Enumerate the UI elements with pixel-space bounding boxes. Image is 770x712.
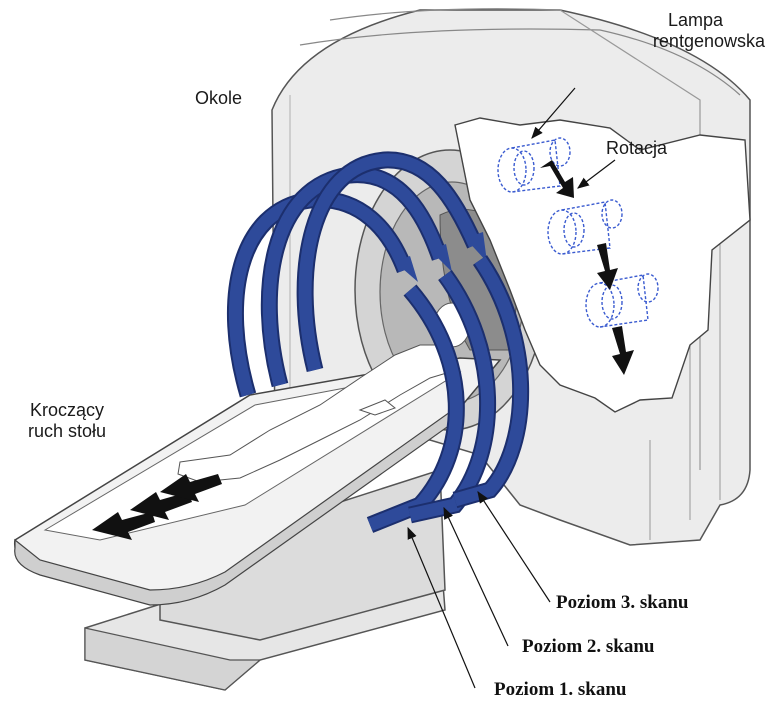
label-scan-level-1: Poziom 1. skanu	[494, 679, 627, 700]
patient-table-base	[84, 468, 446, 691]
label-scan-level-2: Poziom 2. skanu	[522, 636, 655, 657]
label-table-motion-line1: Kroczący	[29, 400, 105, 420]
leader-lines	[407, 87, 616, 689]
label-rotation: Rotacja	[606, 138, 668, 158]
label-x-ray-tube-line2: rentgenowska	[652, 31, 765, 51]
x-ray-tube-icon	[497, 137, 659, 328]
label-x-ray-tube-line1: Lampa	[667, 10, 723, 30]
rotation-arrow-icon	[540, 160, 634, 375]
label-gantry: Okole	[195, 88, 243, 108]
label-table-motion: Kroczący ruch stołu	[12, 400, 122, 442]
helix-scan-arrow-icon	[226, 151, 530, 533]
label-scan-level-3: Poziom 3. skanu	[556, 592, 689, 613]
gantry-cutaway	[454, 117, 751, 413]
table-motion-arrow-icon	[92, 474, 222, 540]
label-table-motion-line2: ruch stołu	[27, 421, 107, 441]
label-x-ray-tube: Lampa rentgenowska	[615, 10, 765, 52]
